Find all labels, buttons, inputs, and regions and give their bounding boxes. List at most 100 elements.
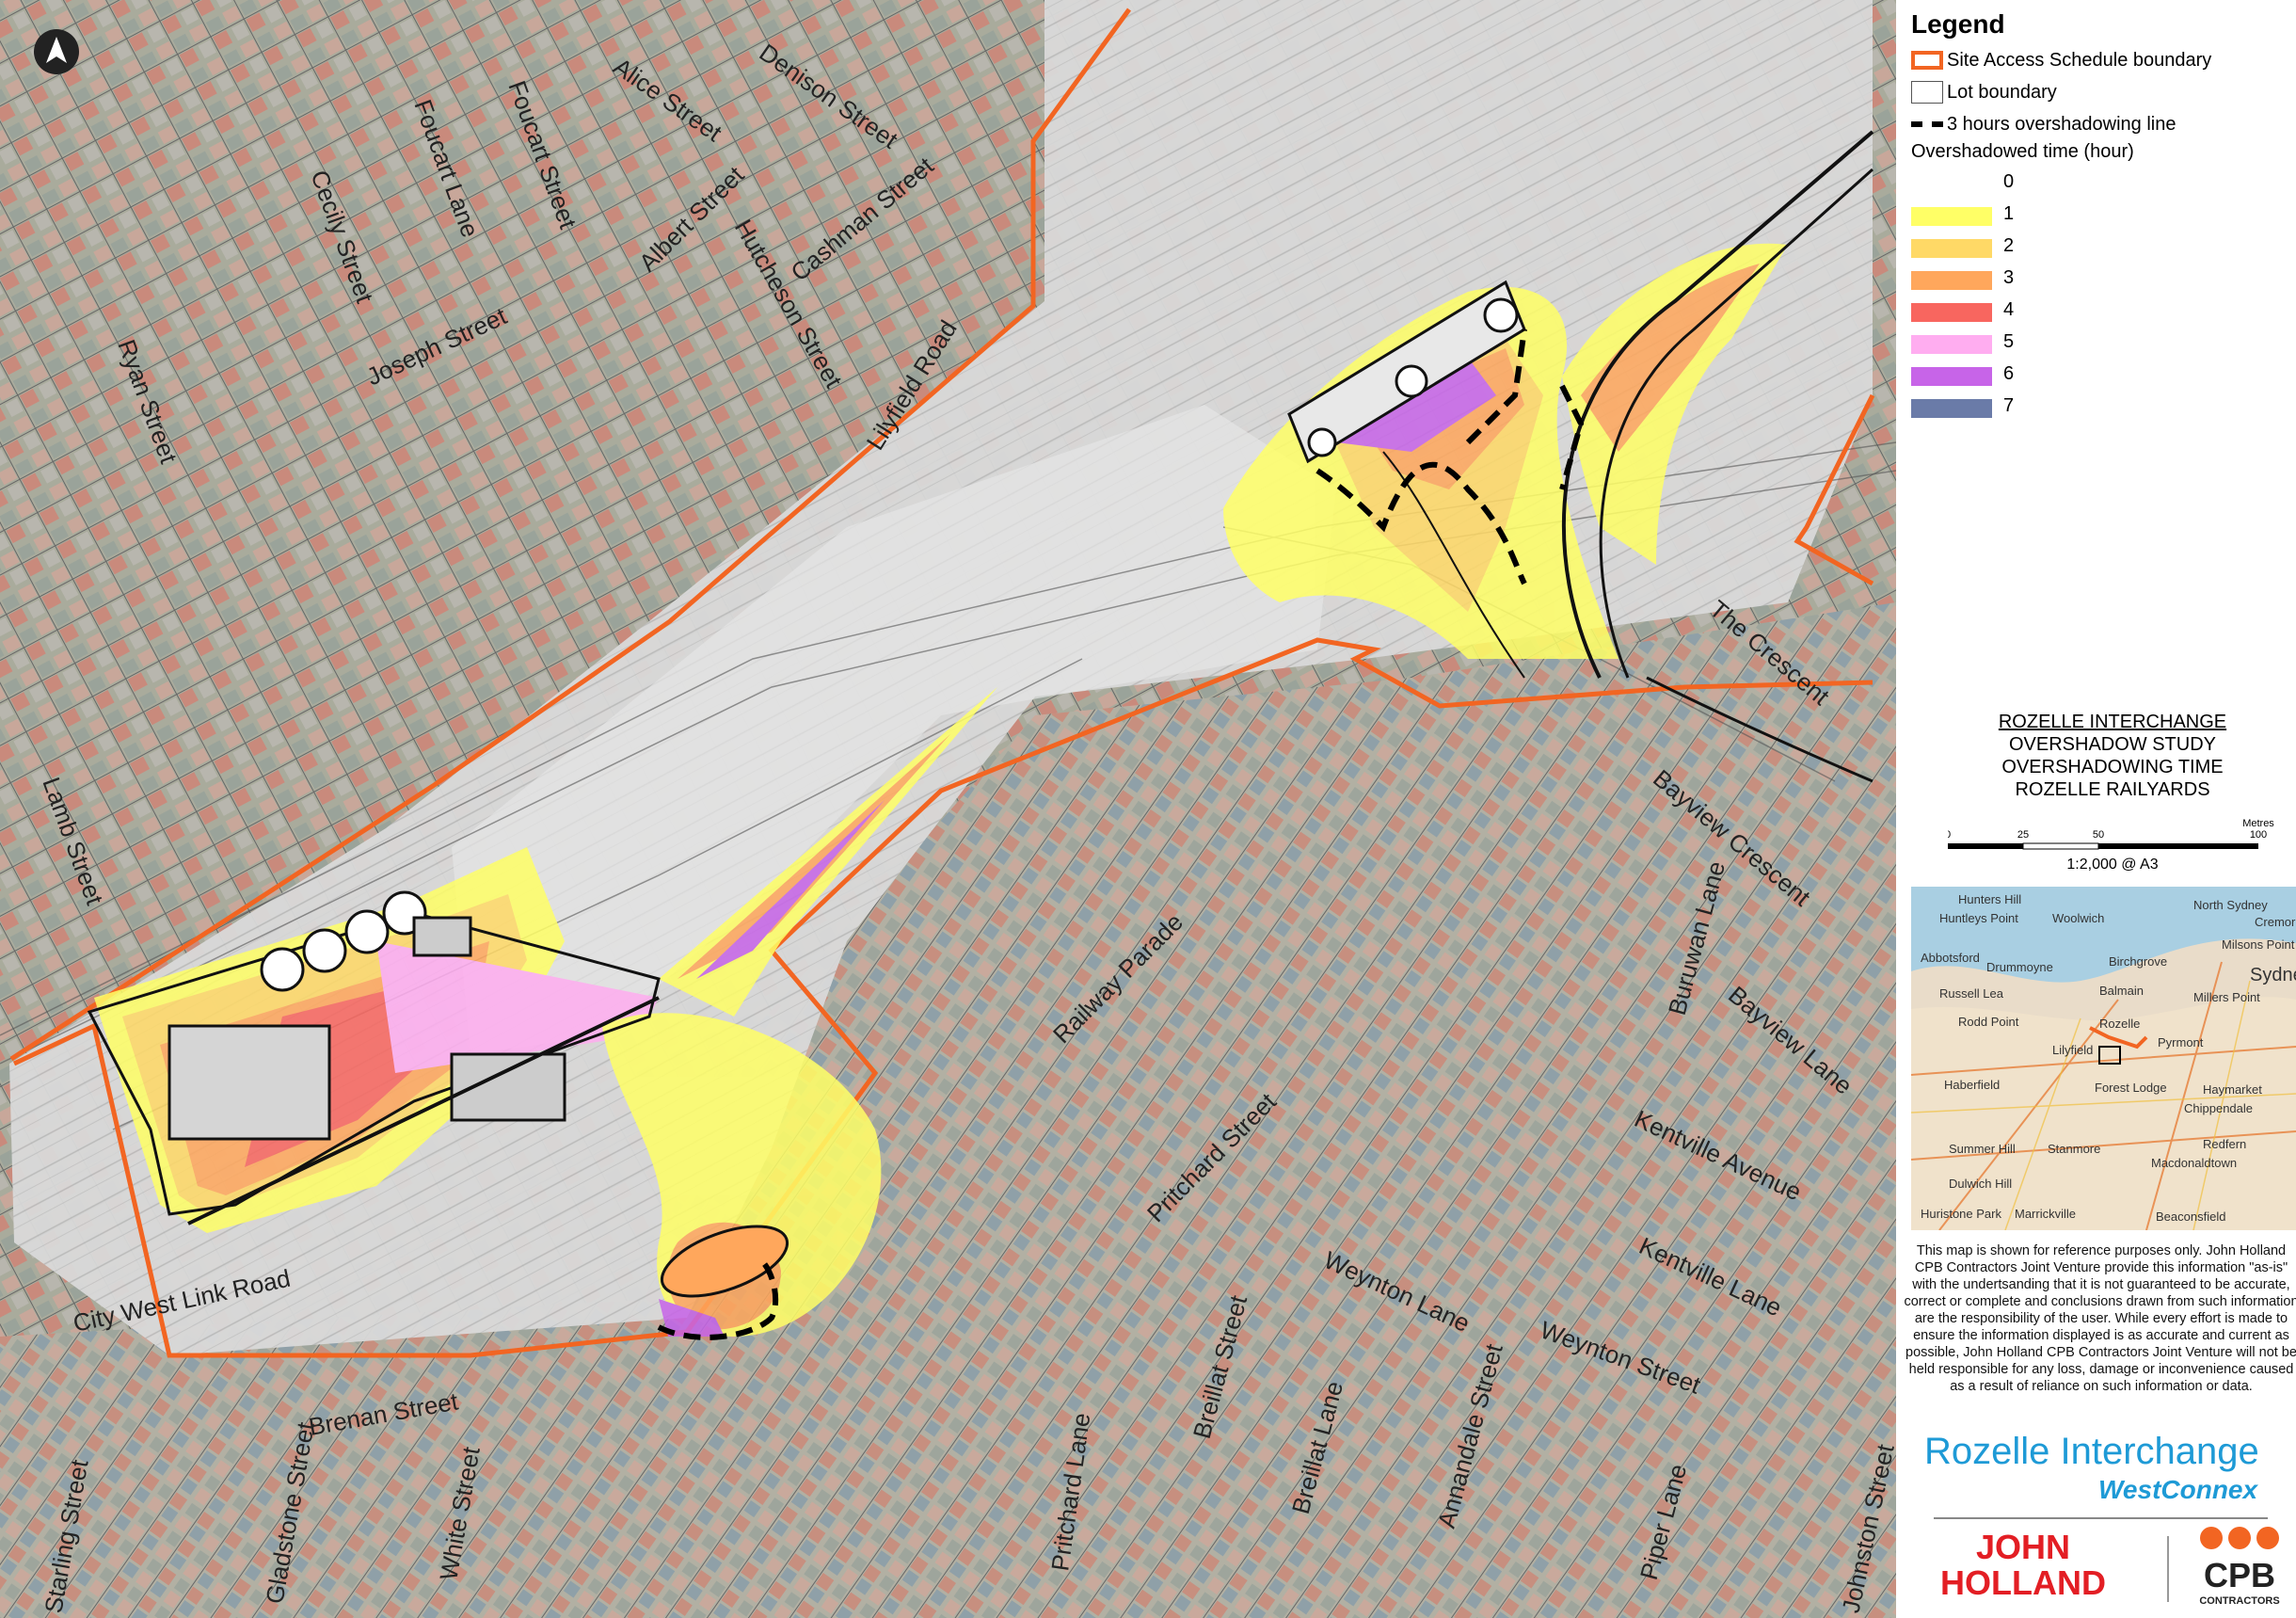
inset-place: Birchgrove	[2109, 954, 2167, 969]
legend-overshadow-line-label: 3 hours overshadowing line	[1947, 113, 2176, 135]
side-panel: Legend Site Access Schedule boundary Lot…	[1896, 0, 2296, 1618]
legend-class-2: 2	[1911, 235, 2052, 262]
inset-place: Marrickville	[2015, 1207, 2076, 1221]
class-label: 3	[2003, 267, 2015, 288]
scale-tick-label: 50	[2093, 829, 2104, 841]
class-label: 2	[2003, 235, 2015, 256]
disclaimer-text: This map is shown for reference purposes…	[1904, 1243, 2296, 1394]
overshadowed-time-title: Overshadowed time (hour)	[1911, 140, 2134, 162]
inset-place: Huntleys Point	[1939, 911, 2018, 925]
inset-place: Milsons Point	[2222, 937, 2295, 952]
map-title-block: ROZELLE INTERCHANGE OVERSHADOW STUDY OVE…	[1953, 711, 2272, 801]
west-facility	[87, 890, 661, 1226]
project-brand: Rozelle Interchange	[1924, 1431, 2259, 1472]
class-label: 4	[2003, 299, 2015, 320]
class-swatch	[1911, 335, 1992, 354]
lot-boundary-swatch	[1911, 81, 1943, 104]
inset-place: Rodd Point	[1958, 1015, 2019, 1029]
legend-overshadowed-title: Overshadowed time (hour)	[1911, 138, 2134, 165]
aerial-south	[546, 602, 1896, 1618]
legend-class-3: 3	[1911, 267, 2052, 294]
inset-place: Huristone Park	[1921, 1207, 2001, 1221]
south-oval	[660, 1225, 789, 1298]
inset-locator-map[interactable]: Hunters Hill Huntleys Point Woolwich Nor…	[1911, 887, 2296, 1230]
jh-line-1: JOHN	[1975, 1528, 2071, 1566]
class-swatch	[1911, 303, 1992, 322]
cpb-subtext: CONTRACTORS	[2199, 1595, 2280, 1607]
title-line-2: OVERSHADOW STUDY	[2008, 734, 2217, 755]
scale-bar: Metres 0 25 50 100	[1948, 818, 2274, 850]
class-label: 6	[2003, 363, 2015, 384]
aerial-southwest	[0, 1299, 659, 1618]
legend-class-6: 6	[1911, 363, 2052, 390]
class-swatch	[1911, 399, 1992, 418]
legend-class-4: 4	[1911, 299, 2052, 326]
scale-unit: Metres	[2242, 818, 2274, 829]
inset-place: Pyrmont	[2158, 1035, 2204, 1049]
cpb-text: CPB	[2203, 1556, 2275, 1594]
inset-place: Hunters Hill	[1958, 892, 2021, 906]
overshadow-3h-lines	[657, 328, 1585, 1340]
site-access-boundary-east	[1794, 393, 1875, 586]
inset-place: Rozelle	[2099, 1017, 2140, 1031]
logo-separator	[2167, 1536, 2169, 1602]
north-arrow-icon	[34, 29, 79, 74]
inset-place: Haymarket	[2203, 1082, 2262, 1097]
inset-place: Forest Lodge	[2095, 1081, 2167, 1095]
class-swatch	[1911, 367, 1992, 386]
site-access-boundary	[9, 8, 1132, 1062]
legend-class-0: 0	[1911, 171, 2052, 198]
inset-place: Millers Point	[2193, 990, 2260, 1004]
legend-class-5: 5	[1911, 331, 2052, 358]
legend-lot-boundary-label: Lot boundary	[1947, 81, 2057, 103]
inset-place: North Sydney	[2193, 898, 2268, 912]
title-line-4: ROZELLE RAILYARDS	[2015, 779, 2210, 800]
site-access-boundary-south	[12, 637, 1873, 1358]
dashed-line-swatch	[1911, 121, 1943, 127]
inset-place: Chippendale	[2184, 1101, 2253, 1115]
inset-place: Macdonaldtown	[2151, 1156, 2237, 1170]
class-swatch	[1911, 207, 1992, 226]
legend-site-boundary: Site Access Schedule boundary	[1911, 47, 2211, 73]
title-line-1: ROZELLE INTERCHANGE	[1998, 712, 2227, 732]
legend-class-1: 1	[1911, 203, 2052, 230]
jh-line-2: HOLLAND	[1940, 1563, 2106, 1602]
scale-ratio: 1:2,000 @ A3	[2066, 857, 2159, 873]
legend-lot-boundary: Lot boundary	[1911, 79, 2057, 105]
inset-place: Summer Hill	[1949, 1142, 2016, 1156]
class-label: 7	[2003, 395, 2015, 416]
cpb-logo: CPB CONTRACTORS	[2188, 1525, 2291, 1607]
inset-place: Haberfield	[1944, 1078, 2000, 1092]
class-label: 0	[2003, 171, 2015, 192]
inset-place: Balmain	[2099, 984, 2144, 998]
title-line-3: OVERSHADOWING TIME	[2001, 757, 2224, 777]
inset-place: Beaconsfield	[2156, 1209, 2225, 1224]
class-swatch	[1911, 239, 1992, 258]
westconnex-logo: WestConnex	[2098, 1475, 2258, 1504]
inset-place: Sydney	[2250, 965, 2296, 985]
legend-overshadow-line: 3 hours overshadowing line	[1911, 111, 2176, 137]
site-boundary-swatch	[1911, 51, 1943, 70]
inset-place: Stanmore	[2048, 1142, 2100, 1156]
inset-place: Lilyfield	[2052, 1043, 2093, 1057]
legend-site-boundary-label: Site Access Schedule boundary	[1947, 49, 2212, 71]
class-label: 1	[2003, 203, 2015, 224]
inset-place: Dulwich Hill	[1949, 1177, 2012, 1191]
railyards-highlight	[452, 405, 1336, 1054]
class-swatch	[1911, 175, 1992, 194]
john-holland-logo: JOHN HOLLAND	[1929, 1530, 2117, 1601]
inset-place: Woolwich	[2052, 911, 2104, 925]
inset-place: Abbotsford	[1921, 951, 1980, 965]
inset-place: Cremorne	[2255, 915, 2296, 929]
inset-place: Drummoyne	[1986, 960, 2053, 974]
brand-divider	[1934, 1517, 2268, 1519]
class-label: 5	[2003, 331, 2015, 352]
legend-title: Legend	[1911, 9, 2005, 39]
scale-tick-label: 100	[2250, 829, 2267, 841]
class-swatch	[1911, 271, 1992, 290]
map-canvas[interactable]: Denison Street Alice Street Foucart Lane…	[0, 0, 1896, 1618]
cpb-dots-icon	[2200, 1527, 2279, 1549]
inset-place: Redfern	[2203, 1137, 2246, 1151]
legend-class-7: 7	[1911, 395, 2052, 422]
inset-place: Russell Lea	[1939, 986, 2004, 1001]
